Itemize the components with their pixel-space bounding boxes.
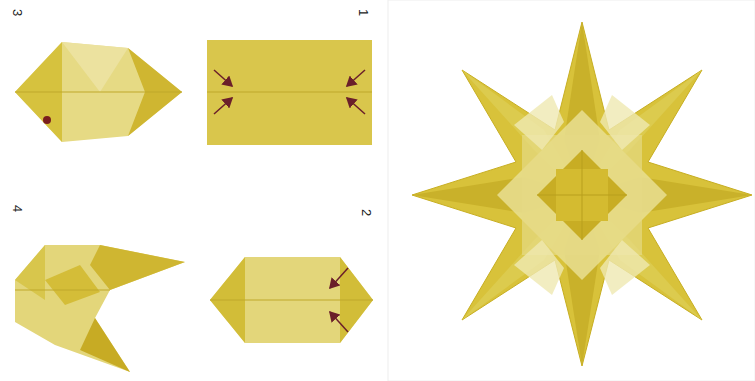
step-2-figure — [210, 257, 373, 343]
step-number: 1 — [357, 9, 370, 16]
step-3-figure — [15, 42, 182, 142]
step-1-figure — [207, 40, 372, 145]
step-4-figure — [15, 245, 185, 372]
finished-star — [412, 22, 752, 366]
step-number: 2 — [360, 209, 373, 216]
step-number: 3 — [11, 9, 24, 16]
step-number: 4 — [11, 205, 24, 212]
